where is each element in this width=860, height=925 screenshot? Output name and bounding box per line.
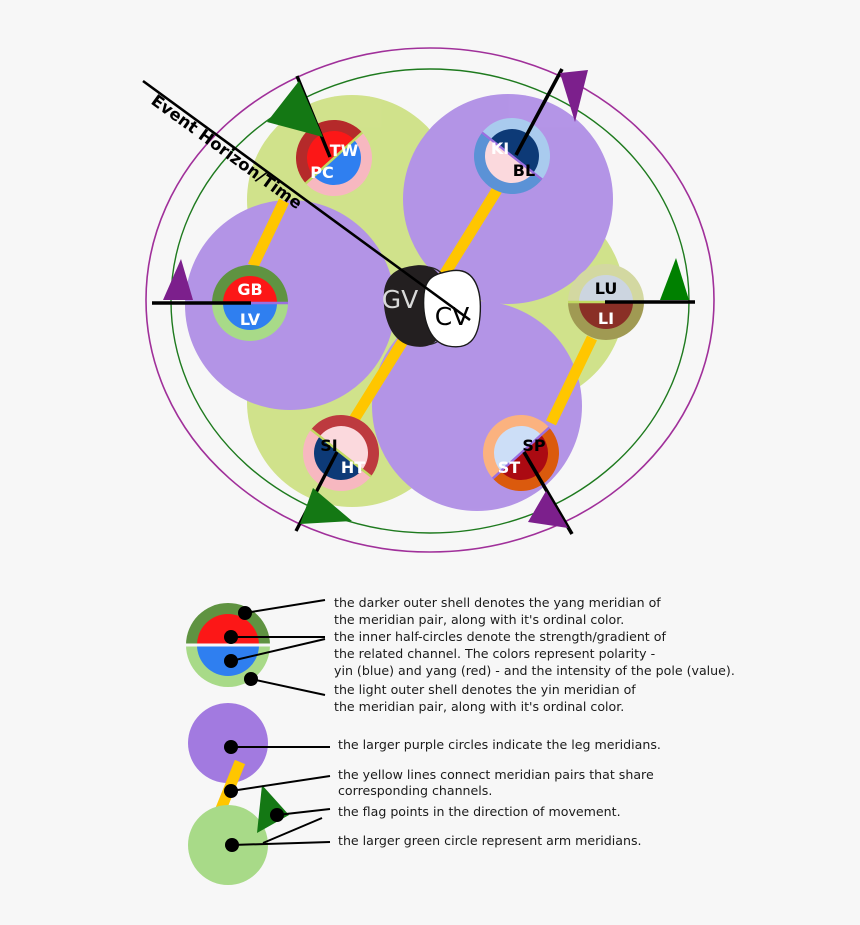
outer-purple-arc — [145, 47, 715, 553]
si-inner-half — [319, 426, 368, 470]
dot-yang-shell — [238, 606, 252, 620]
big-circles-group — [185, 94, 625, 511]
ht-inner-half — [314, 436, 363, 480]
legend-yang-shell-line-0: the darker outer shell denotes the yang … — [334, 595, 661, 610]
flag-pole-bottom-right — [522, 451, 574, 535]
node-si-ht[interactable]: SI HT — [288, 400, 395, 507]
legend-purple-circles: the larger purple circles indicate the l… — [338, 737, 661, 752]
lv-inner-half — [223, 303, 277, 330]
sp-label: SP — [522, 436, 546, 455]
lu-inner-half — [579, 275, 633, 302]
legend-leg-line-0: the larger purple circles indicate the l… — [338, 737, 661, 752]
legend-inner-line-0: the inner half-circles denote the streng… — [334, 629, 666, 644]
legend-group: the darker outer shell denotes the yang … — [186, 595, 735, 885]
legend-green-circle: the larger green circle represent arm me… — [338, 833, 642, 848]
legend-yin-shell-line-0: the light outer shell denotes the yin me… — [334, 682, 636, 697]
legend-yin-shell: the light outer shell denotes the yin me… — [334, 682, 636, 714]
legend-flag: the flag points in the direction of move… — [338, 804, 621, 819]
tw-pc-divider — [304, 131, 364, 185]
leader-yin-shell — [250, 678, 326, 696]
legend-leaders-lower — [224, 740, 331, 852]
tw-inner-half — [307, 131, 355, 177]
ht-label: HT — [341, 458, 365, 477]
sp-inner-half — [494, 426, 542, 472]
legend-flag-sample — [257, 785, 323, 844]
legend-inner-halfcircles: the inner half-circles denote the streng… — [334, 629, 735, 678]
event-horizon-line — [142, 79, 471, 322]
center-vessels: GV CV — [382, 265, 482, 348]
gv-label: GV — [382, 285, 418, 314]
li-inner-half — [579, 302, 633, 329]
st-label: ST — [498, 458, 521, 477]
dot-inner-upper — [224, 630, 238, 644]
leader-arm-circle — [231, 841, 331, 846]
dot-arm-circle — [225, 838, 239, 852]
si-label: SI — [320, 436, 337, 455]
flag-bottom-right-purple[interactable] — [522, 451, 574, 535]
bl-inner-half — [485, 139, 534, 183]
node-lu-li[interactable]: LU LI — [568, 264, 644, 340]
flag-banner-right — [660, 258, 689, 300]
legend-yang-shell-line-1: the meridian pair, along with it's ordin… — [334, 612, 624, 627]
cv-shape — [422, 269, 482, 348]
legend-yellow-line-0: the yellow lines connect meridian pairs … — [338, 767, 654, 782]
flag-top-left-green[interactable] — [267, 75, 332, 158]
dot-leg-circle — [224, 740, 238, 754]
flag-top-right-purple[interactable] — [514, 68, 588, 156]
lv-label: LV — [240, 310, 261, 329]
leader-inner-lower — [230, 638, 326, 662]
st-sp-divider — [491, 426, 551, 480]
dot-inner-lower — [224, 654, 238, 668]
ki-inner-half — [490, 129, 539, 173]
connector-li-sp — [546, 335, 597, 426]
ki-label: KI — [491, 139, 509, 158]
legend-yellow-lines: the yellow lines connect meridian pairs … — [338, 767, 654, 798]
leader-connector — [230, 775, 331, 792]
dot-connector — [224, 784, 238, 798]
flag-banner-top-left — [267, 81, 323, 137]
legend-inner-line-2: yin (blue) and yang (red) - and the inte… — [334, 663, 735, 678]
flag-banner-bottom-right — [528, 491, 568, 528]
legend-yellow-line-1: corresponding channels. — [338, 783, 492, 798]
leader-yang-shell — [244, 599, 326, 614]
gb-label: GB — [237, 280, 262, 299]
dot-flag — [270, 808, 284, 822]
legend-inner-line-1: the related channel. The colors represen… — [334, 646, 655, 661]
legend-yin-shell-line-1: the meridian pair, along with it's ordin… — [334, 699, 624, 714]
legend-leaders-node — [224, 599, 326, 696]
connector-tw-gb — [248, 198, 289, 269]
legend-flag-banner — [257, 785, 289, 833]
flag-right-green[interactable] — [605, 258, 695, 304]
lu-label: LU — [595, 279, 618, 298]
bl-label: BL — [513, 161, 535, 180]
dot-yin-shell — [244, 672, 258, 686]
gb-inner-half — [223, 276, 277, 303]
legend-flag-pole — [262, 817, 323, 844]
legend-sample-node — [186, 603, 270, 687]
flag-banner-left — [163, 259, 193, 300]
flag-left-purple[interactable] — [152, 259, 251, 305]
flag-banner-top-right — [560, 70, 588, 122]
big-circle-left-purple — [185, 200, 395, 410]
leader-flag — [276, 808, 331, 816]
legend-flag-line-0: the flag points in the direction of move… — [338, 804, 621, 819]
legend-yang-shell: the darker outer shell denotes the yang … — [334, 595, 661, 627]
st-inner-half — [500, 434, 548, 480]
node-ki-bl[interactable]: KI BL — [459, 103, 566, 210]
node-st-sp[interactable]: SP ST — [467, 399, 574, 506]
pc-label: PC — [310, 163, 333, 182]
flag-banner-bottom-left — [300, 488, 352, 524]
si-ht-divider — [310, 428, 372, 478]
flag-bottom-left-green[interactable] — [294, 451, 352, 532]
tw-label: TW — [330, 141, 359, 160]
pc-inner-half — [313, 139, 361, 185]
flag-pole-top-right — [514, 68, 564, 156]
li-label: LI — [598, 309, 614, 328]
ki-bl-divider — [481, 131, 543, 181]
legend-green-line-0: the larger green circle represent arm me… — [338, 833, 642, 848]
